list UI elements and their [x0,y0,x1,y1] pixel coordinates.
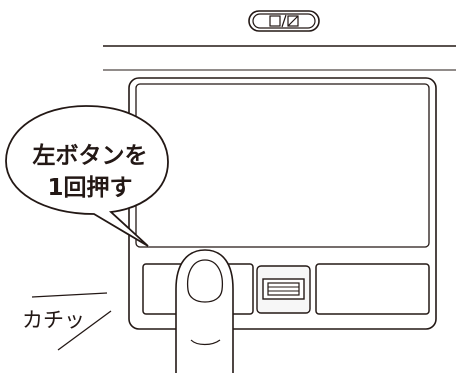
bubble-text-line-2: 1回押す [47,175,133,201]
touchpad-toggle-icon [269,14,299,28]
click-sound-label: カチッ [22,308,85,332]
click-motion-lines [31,292,112,351]
pressing-finger [175,249,234,373]
fingerprint-sensor [256,265,311,314]
right-button [315,263,430,315]
touchpad-toggle-button [248,10,320,32]
speech-bubble [5,105,169,247]
bubble-text-line-1: 左ボタンを [32,143,148,169]
touchpad-surface [135,83,430,248]
fingerprint-sensor-icon [262,278,305,300]
